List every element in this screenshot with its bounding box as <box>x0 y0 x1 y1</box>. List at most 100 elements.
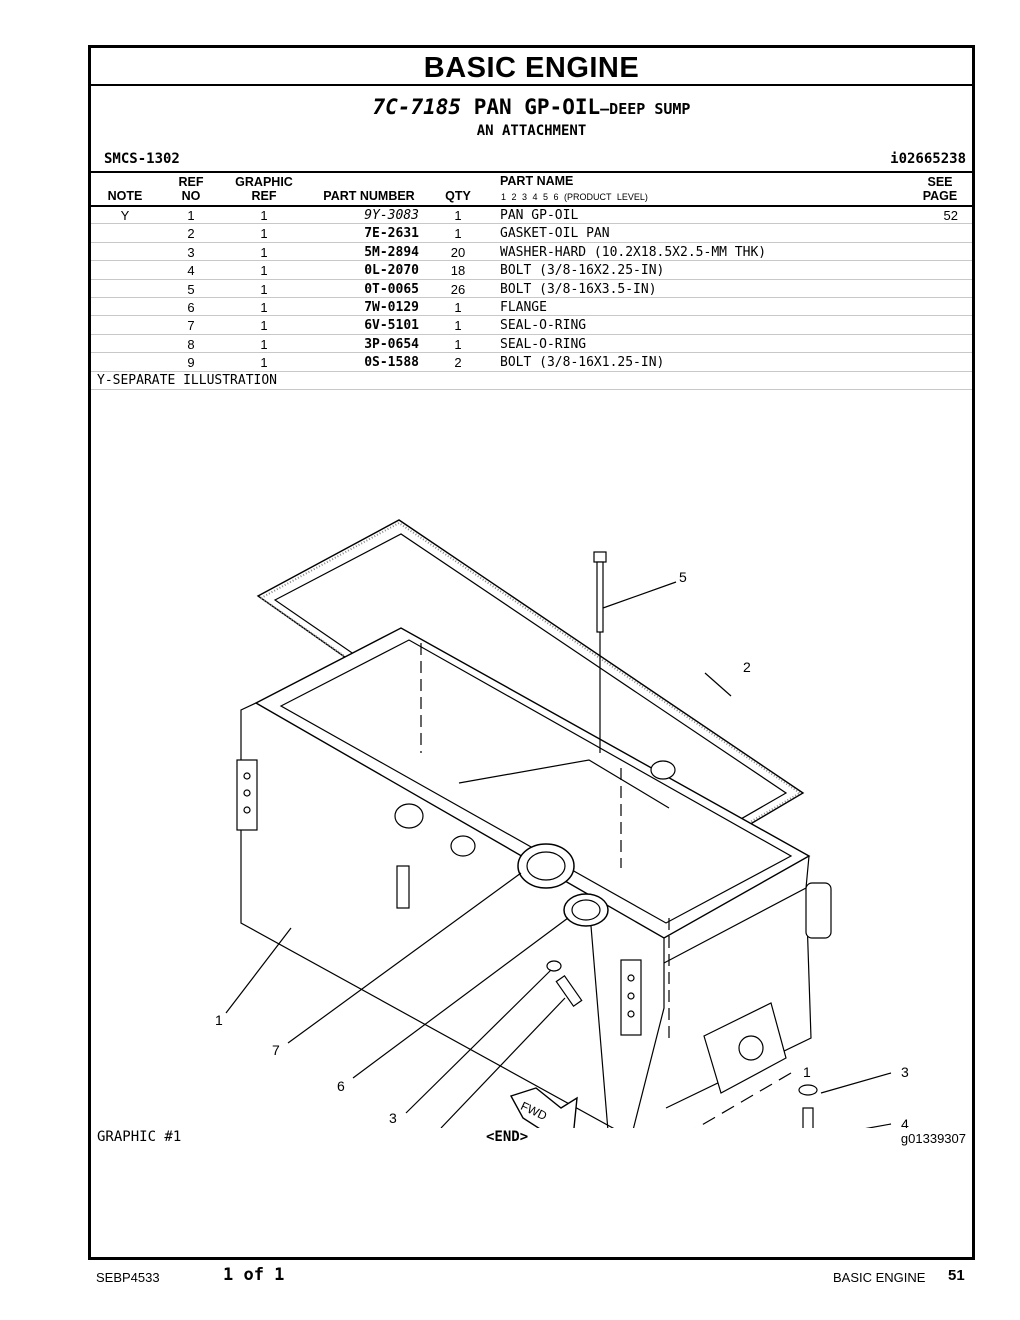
seal-o-ring-7-inner <box>526 851 566 881</box>
leader-2 <box>704 672 732 697</box>
fwd-arrow <box>509 1087 578 1128</box>
cell-qty: 1 <box>454 226 462 242</box>
bolt-9 <box>555 975 583 1007</box>
group-heading: 7C-7185 PAN GP-OIL—DEEP SUMP <box>91 95 972 121</box>
bolt-5-shank <box>596 561 604 633</box>
side-slot <box>396 865 410 909</box>
pan-left-edge <box>240 702 257 748</box>
callout-2: 2 <box>743 659 751 675</box>
bolt-5-head <box>593 551 607 563</box>
cell-part-name: SEAL-O-RING <box>500 336 587 352</box>
cell-ref: 2 <box>187 226 195 242</box>
table-row: 5 1 0T-0065 26 BOLT (3/8-16X3.5-IN) <box>91 280 972 298</box>
cell-graphic: 1 <box>260 355 268 371</box>
col-part-number: PART NUMBER <box>323 189 415 203</box>
cell-qty: 2 <box>454 355 462 371</box>
note-legend: Y-SEPARATE ILLUSTRATION <box>91 372 972 390</box>
inset-line <box>695 1072 792 1128</box>
cell-qty: 1 <box>454 208 462 223</box>
table-row: 6 1 7W-0129 1 FLANGE <box>91 298 972 317</box>
baffle <box>458 759 670 809</box>
cell-part-number: 5M-2894 <box>364 244 419 260</box>
attachment-label: AN ATTACHMENT <box>476 123 587 139</box>
footer-doc-number: SEBP4533 <box>96 1270 160 1285</box>
cell-qty: 1 <box>454 299 462 315</box>
cell-part-number: 7E-2631 <box>364 226 419 242</box>
cell-qty: 26 <box>450 281 466 297</box>
parts-table: Y 1 1 9Y-3083 1 PAN GP-OIL 52 2 1 7E-263… <box>91 206 972 390</box>
table-row: 4 1 0L-2070 18 BOLT (3/8-16X2.25-IN) <box>91 261 972 280</box>
inset-washer <box>798 1084 818 1096</box>
cell-qty: 20 <box>450 244 466 260</box>
callout-1: 1 <box>215 1012 223 1028</box>
cell-note: Y <box>120 208 130 223</box>
smcs-code: SMCS-1302 <box>104 151 180 167</box>
leader-8 <box>590 925 609 1128</box>
boss <box>450 835 476 857</box>
page-frame: BASIC ENGINE 7C-7185 PAN GP-OIL—DEEP SUM… <box>88 45 975 1260</box>
cell-part-number: 7W-0129 <box>364 299 419 315</box>
graphic-label: GRAPHIC #1 <box>97 1129 182 1145</box>
inset-callout-4: 4 <box>901 1116 909 1128</box>
group-suffix: —DEEP SUMP <box>600 100 691 118</box>
footer-page-of: 1 of 1 <box>223 1265 285 1285</box>
cell-part-name: SEAL-O-RING <box>500 318 587 334</box>
cell-graphic: 1 <box>260 336 268 352</box>
table-row: 3 1 5M-2894 20 WASHER-HARD (10.2X18.5X2.… <box>91 243 972 262</box>
col-see-bottom: PAGE <box>922 189 958 203</box>
footer-section: BASIC ENGINE <box>833 1270 926 1285</box>
cell-part-number: 0S-1588 <box>364 355 419 371</box>
cell-ref: 9 <box>187 355 195 371</box>
bracket-hole <box>627 974 635 982</box>
cell-ref: 1 <box>187 208 195 223</box>
cell-ref: 4 <box>187 263 195 279</box>
bracket-hole <box>243 789 251 797</box>
col-ref-top: REF <box>178 175 204 189</box>
cell-part-name: GASKET-OIL PAN <box>500 226 610 242</box>
cover-port <box>738 1035 764 1061</box>
cell-qty: 1 <box>454 336 462 352</box>
cell-ref: 7 <box>187 318 195 334</box>
graphic-code: g01339307 <box>900 1131 966 1146</box>
cell-qty: 18 <box>450 263 466 279</box>
callout-5: 5 <box>679 569 687 585</box>
col-see-top: SEE <box>927 175 953 189</box>
cell-part-number: 6V-5101 <box>364 318 419 334</box>
cell-part-number-link[interactable]: 9Y-3083 <box>364 208 419 223</box>
pan-front-corner <box>632 938 665 1128</box>
callout-3: 3 <box>389 1110 397 1126</box>
leader-7 <box>287 872 522 1044</box>
col-graphic-bottom: REF <box>251 189 277 203</box>
bracket-hole <box>627 1010 635 1018</box>
group-name: PAN GP-OIL <box>473 95 601 119</box>
cell-part-number: 3P-0654 <box>364 336 419 352</box>
pan-right-wall <box>665 887 812 1109</box>
oil-pan-drawing <box>225 519 892 1128</box>
boss <box>650 760 676 780</box>
cell-part-number: 0L-2070 <box>364 263 419 279</box>
cell-ref: 3 <box>187 244 195 260</box>
inset-bolt <box>802 1107 814 1128</box>
cell-see-page-link[interactable]: 52 <box>943 208 958 223</box>
callout-6: 6 <box>337 1078 345 1094</box>
bracket-hole <box>627 992 635 1000</box>
cell-part-name: PAN GP-OIL <box>500 208 579 223</box>
seal-o-ring-7 <box>517 843 575 889</box>
boss <box>394 803 424 829</box>
right-end-bracket <box>805 882 832 939</box>
cell-graphic: 1 <box>260 226 268 242</box>
leader-6 <box>352 917 569 1079</box>
right-bracket <box>620 959 642 1036</box>
cell-part-number: 0T-0065 <box>364 281 419 297</box>
left-bracket <box>236 759 258 831</box>
leader-3 <box>820 1072 892 1094</box>
cell-ref: 8 <box>187 336 195 352</box>
table-row: Y 1 1 9Y-3083 1 PAN GP-OIL 52 <box>91 206 972 225</box>
section-title: BASIC ENGINE <box>91 48 972 86</box>
cell-graphic: 1 <box>260 299 268 315</box>
cell-ref: 5 <box>187 281 195 297</box>
leader-5 <box>602 581 677 609</box>
product-level: 1 2 3 4 5 6 (PRODUCT LEVEL) <box>501 192 648 202</box>
cell-part-name: BOLT (3/8-16X3.5-IN) <box>500 281 657 297</box>
cell-ref: 6 <box>187 299 195 315</box>
